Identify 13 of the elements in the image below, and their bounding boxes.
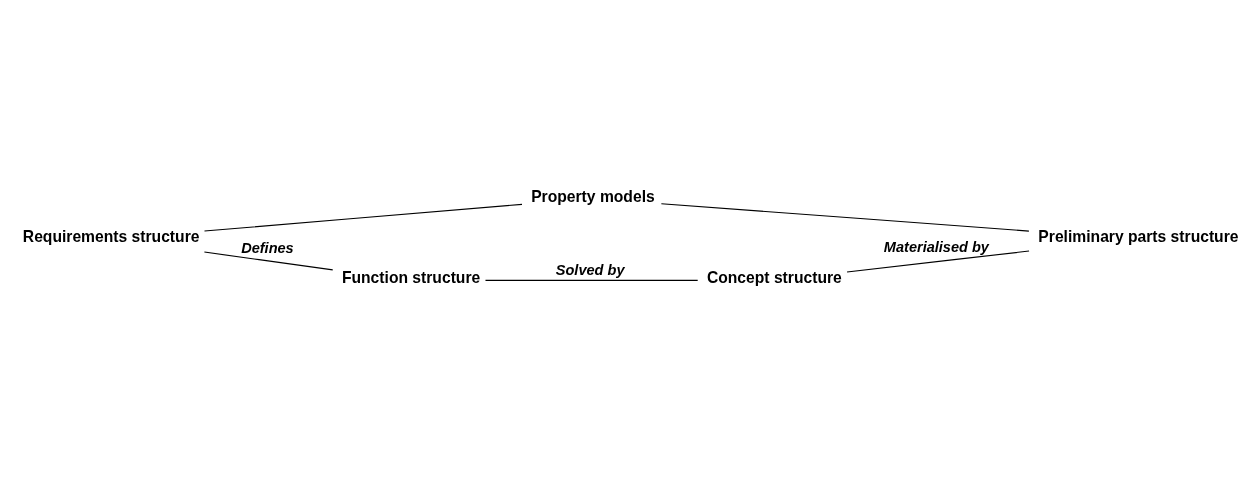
connector xyxy=(846,250,1030,272)
connector xyxy=(203,251,334,270)
connector xyxy=(203,203,523,232)
edge-label: Defines xyxy=(241,239,294,256)
node-text: Preliminary parts structure xyxy=(1038,227,1239,245)
node-text: Concept structure xyxy=(706,268,842,286)
edge-label: Solved by xyxy=(555,261,625,278)
connector xyxy=(484,279,699,281)
edge-label: Materialised by xyxy=(883,238,989,255)
node-text: Requirements structure xyxy=(22,227,200,245)
node-text: Function structure xyxy=(341,268,481,286)
node-text: Property models xyxy=(531,187,655,205)
connector xyxy=(660,202,1030,232)
